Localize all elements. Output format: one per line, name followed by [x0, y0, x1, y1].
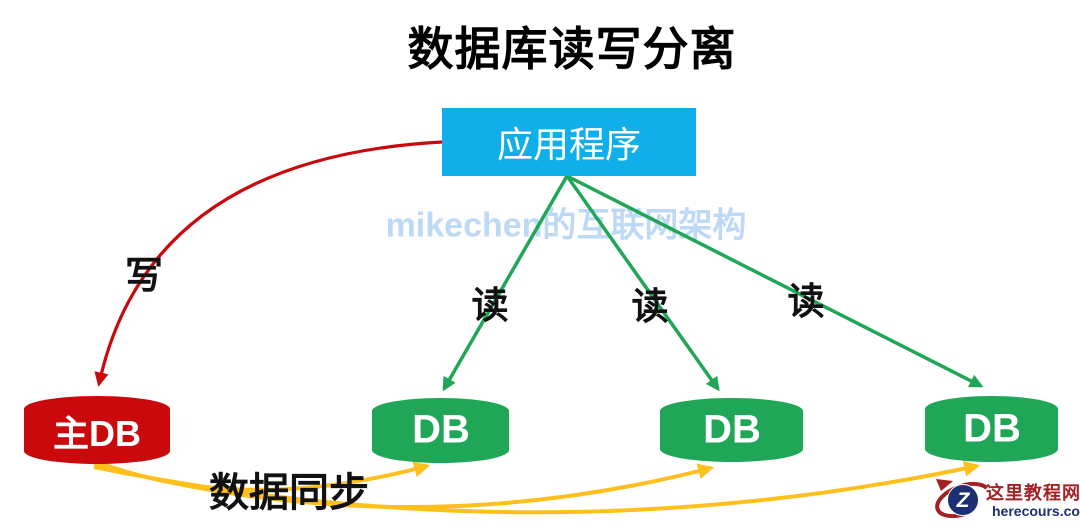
logo-site-name: 这里教程网 — [986, 483, 1080, 503]
logo-monogram: Z — [956, 489, 970, 512]
master-db-label: 主DB — [53, 413, 141, 454]
application-box: 应用程序 — [442, 108, 696, 176]
read-arrow-1 — [442, 175, 569, 392]
replica-db-cylinder-2 — [660, 398, 803, 463]
site-logo — [935, 479, 991, 519]
page-title: 数据库读写分离 — [407, 23, 737, 75]
logo-circle-icon — [947, 484, 979, 516]
sync-edge-label: 数据同步 — [209, 471, 369, 515]
logo-swoosh-tip-icon — [936, 479, 953, 491]
write-arrow — [94, 140, 443, 387]
replica-db-label-2: DB — [703, 407, 761, 452]
replica-db-cylinder-1 — [372, 398, 509, 464]
read-arrow-3 — [566, 174, 984, 388]
application-box-label: 应用程序 — [496, 124, 641, 165]
read-edge-label-3: 读 — [787, 281, 825, 322]
logo-site-url: herecours.com — [992, 503, 1080, 519]
replica-db-label-1: DB — [412, 407, 470, 452]
replica-db-cylinder-3 — [925, 396, 1058, 463]
write-edge-label: 写 — [124, 255, 164, 298]
replica-db-label-3: DB — [963, 406, 1021, 451]
read-edge-label-2: 读 — [631, 286, 669, 327]
master-db-cylinder — [24, 396, 170, 464]
read-arrow-2 — [565, 174, 720, 392]
sync-arrow-3 — [93, 460, 981, 515]
read-edge-label-1: 读 — [471, 285, 509, 326]
